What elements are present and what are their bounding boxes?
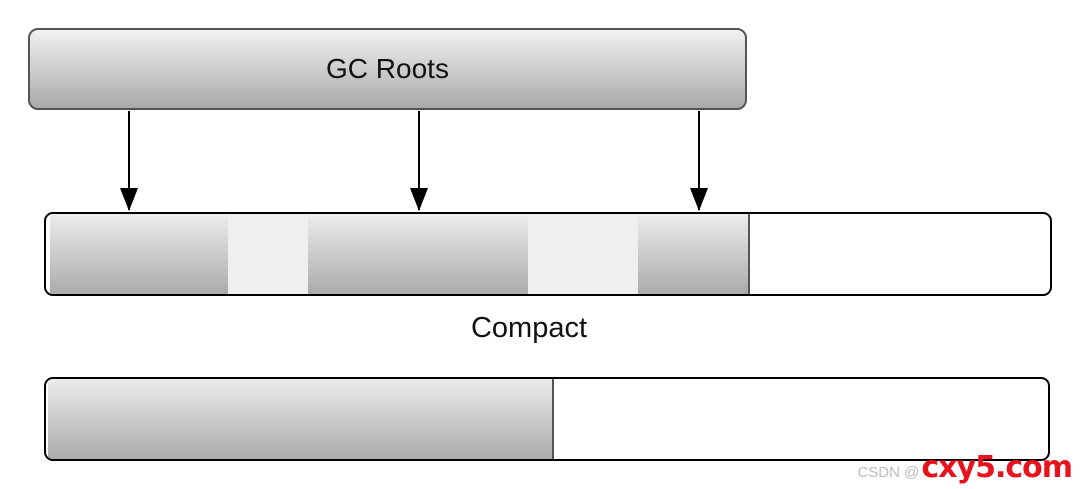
heap-cell-live — [444, 379, 554, 459]
compact-label: Compact — [470, 312, 588, 344]
gc-roots-label: GC Roots — [326, 53, 449, 84]
arrow-head-3 — [690, 188, 708, 211]
heap-cell-free — [528, 214, 640, 294]
watermark-brand: cxy5.com — [921, 450, 1073, 485]
heap-cell-live — [224, 379, 446, 459]
heap-cell-live — [50, 214, 230, 294]
heap-before-compact — [44, 212, 1052, 296]
heap-cell-live — [638, 214, 750, 294]
arrow-head-2 — [410, 188, 428, 211]
heap-after-compact — [44, 377, 1050, 461]
arrow-head-1 — [120, 188, 138, 211]
gc-roots-box: GC Roots — [28, 28, 747, 110]
watermark-prefix: CSDN @ — [857, 464, 920, 481]
heap-cell-free — [228, 214, 310, 294]
heap-cell-live — [48, 379, 226, 459]
heap-cell-live — [308, 214, 530, 294]
watermark: CSDN @ cxy5.com — [857, 450, 1073, 485]
